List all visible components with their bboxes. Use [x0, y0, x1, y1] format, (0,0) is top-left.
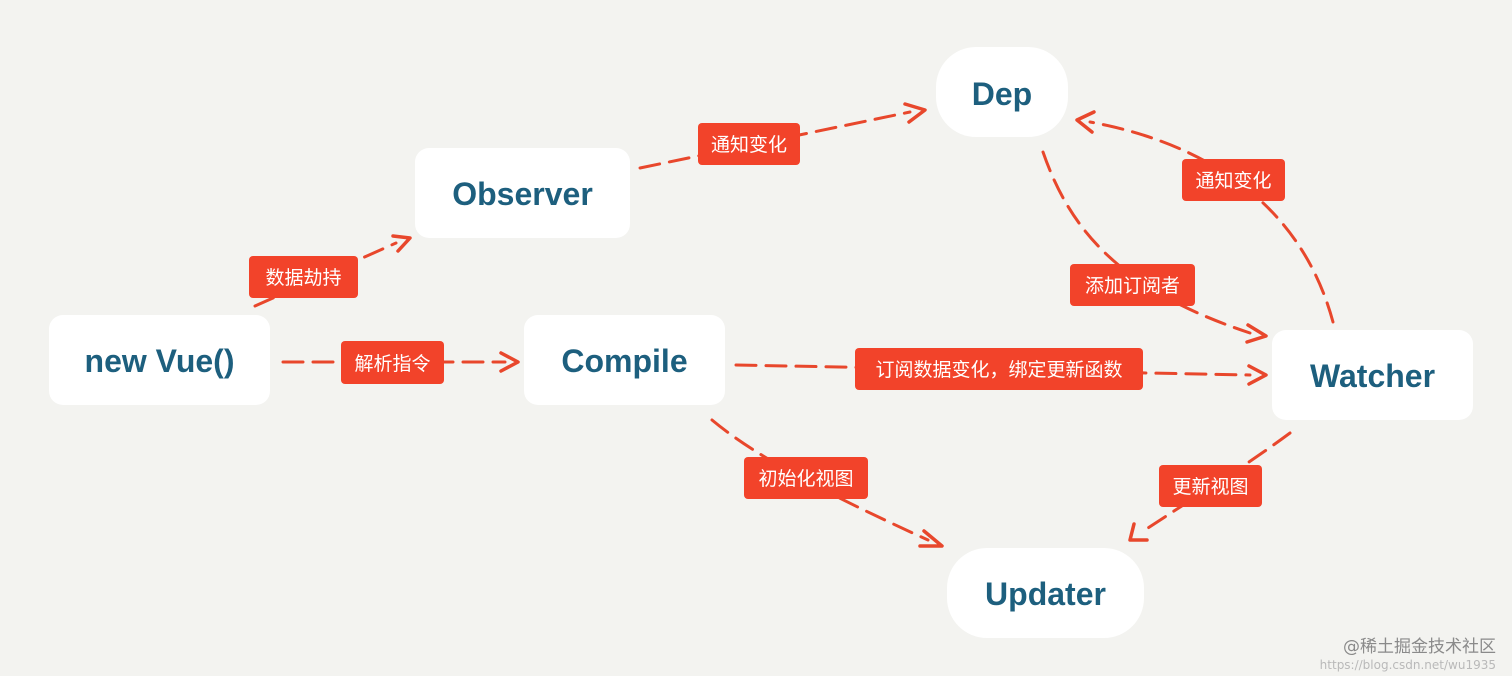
label-subscribe-bind-update: 订阅数据变化，绑定更新函数 — [855, 348, 1143, 390]
arrowhead-dep-from-watcher — [1075, 110, 1096, 134]
arrowhead-observer — [391, 234, 412, 253]
svg-text:通知变化: 通知变化 — [711, 134, 787, 156]
arrowhead-updater-from-watcher — [1128, 522, 1149, 542]
label-add-subscriber: 添加订阅者 — [1070, 264, 1195, 306]
watermark-brand: @稀土掘金技术社区 — [1343, 637, 1496, 657]
watermark-url: https://blog.csdn.net/wu1935 — [1319, 658, 1496, 672]
arrowhead-compile — [499, 351, 520, 373]
arrowhead-watcher-from-dep — [1245, 323, 1268, 344]
label-data-hijack: 数据劫持 — [249, 256, 358, 298]
svg-text:解析指令: 解析指令 — [354, 353, 430, 375]
svg-text:Dep: Dep — [972, 76, 1032, 112]
watermark: @稀土掘金技术社区 https://blog.csdn.net/wu1935 — [1320, 632, 1496, 672]
arrowhead-updater-from-compile — [918, 529, 944, 548]
svg-text:new Vue(): new Vue() — [85, 343, 235, 379]
node-new-vue: new Vue() — [49, 315, 270, 405]
svg-text:Watcher: Watcher — [1310, 358, 1435, 394]
node-dep: Dep — [936, 47, 1068, 137]
label-init-view: 初始化视图 — [744, 457, 868, 499]
svg-text:初始化视图: 初始化视图 — [758, 468, 853, 490]
svg-text:Compile: Compile — [561, 343, 687, 379]
arrowhead-watcher-from-compile — [1247, 364, 1268, 386]
svg-text:通知变化: 通知变化 — [1195, 170, 1271, 192]
edge-dep-watcher — [1041, 150, 1252, 335]
svg-text:更新视图: 更新视图 — [1172, 476, 1248, 498]
svg-text:添加订阅者: 添加订阅者 — [1085, 275, 1180, 297]
label-parse-directives: 解析指令 — [341, 341, 444, 384]
arrowhead-dep-from-observer — [903, 102, 927, 124]
svg-text:Observer: Observer — [452, 176, 593, 212]
node-watcher: Watcher — [1272, 330, 1473, 420]
svg-text:订阅数据变化，绑定更新函数: 订阅数据变化，绑定更新函数 — [875, 359, 1122, 381]
node-updater: Updater — [947, 548, 1144, 638]
svg-text:Updater: Updater — [985, 576, 1106, 612]
label-update-view: 更新视图 — [1159, 465, 1262, 507]
label-notify-change-observer: 通知变化 — [698, 123, 800, 165]
node-compile: Compile — [524, 315, 725, 405]
svg-text:数据劫持: 数据劫持 — [265, 267, 341, 289]
node-observer: Observer — [415, 148, 630, 238]
label-notify-change-watcher: 通知变化 — [1182, 159, 1285, 201]
